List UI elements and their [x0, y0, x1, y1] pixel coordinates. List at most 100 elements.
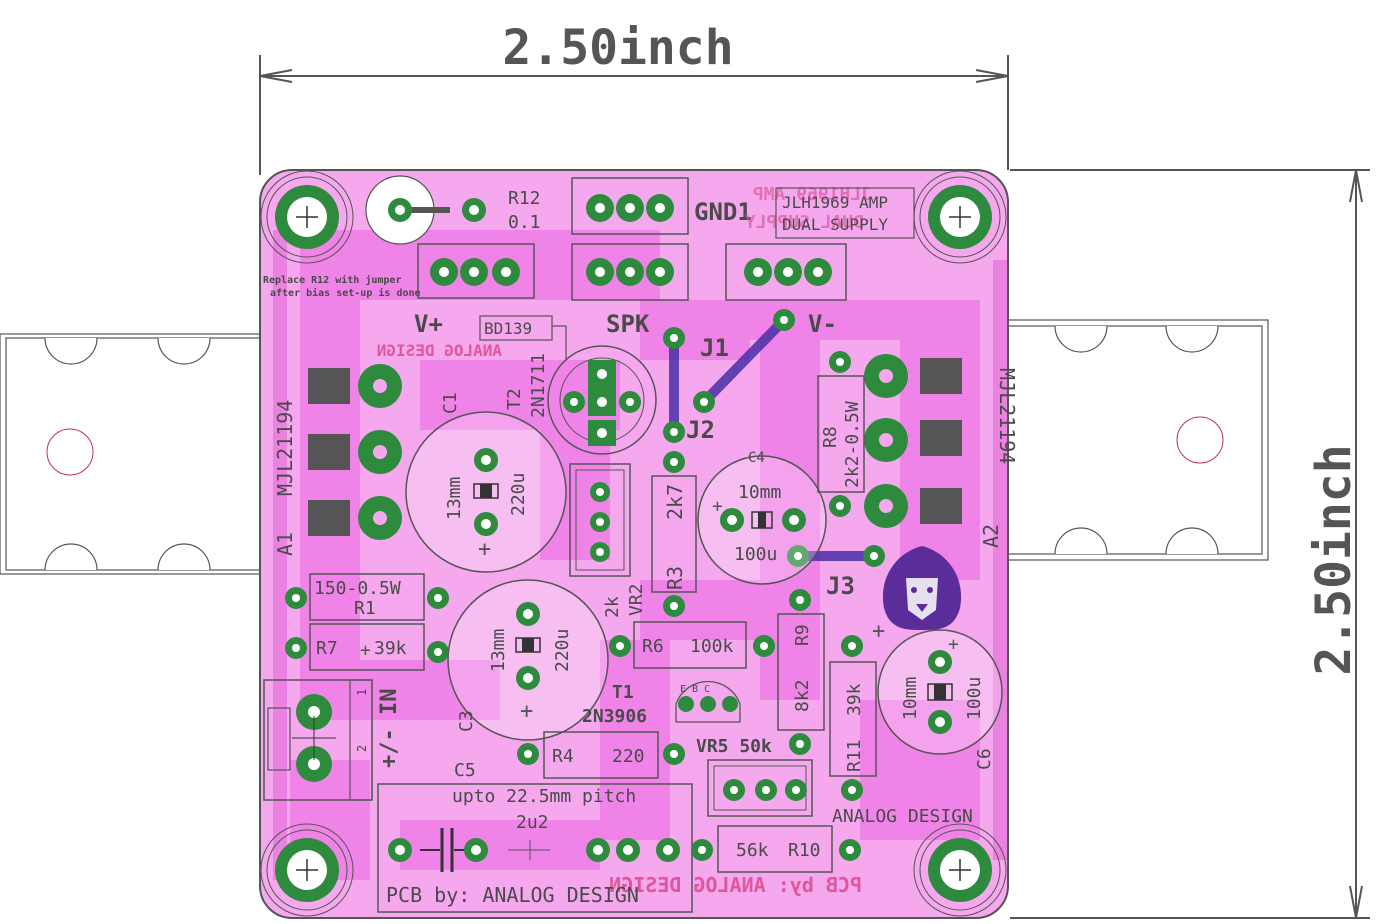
note-line2: after bias set-up is done	[270, 287, 421, 299]
c6-capacitor: +	[877, 629, 1003, 755]
r11-resistor	[829, 635, 877, 801]
c5-note: upto 22.5mm pitch	[452, 786, 636, 807]
svg-text:+: +	[712, 496, 723, 517]
c3-ref: C3	[456, 710, 477, 732]
r10-resistor	[691, 825, 861, 873]
c5-value: 2u2	[516, 812, 549, 833]
svg-text:+: +	[948, 634, 959, 655]
left-heatsink	[0, 333, 305, 575]
r10-ref: R10	[788, 840, 821, 861]
c4-size: 10mm	[738, 482, 781, 503]
jumper-pads	[663, 309, 885, 567]
mounting-hole-tl	[260, 170, 354, 264]
r3-resistor	[651, 451, 697, 617]
mounting-hole-bl	[260, 823, 354, 917]
r6-value: 100k	[690, 636, 734, 657]
r7-resistor	[285, 623, 449, 671]
title-box	[775, 187, 915, 239]
j1-label: J1	[700, 334, 729, 362]
vr5-trimmer	[707, 759, 813, 817]
c4-capacitor: +	[697, 455, 827, 585]
mjl-right	[864, 354, 962, 528]
c1-value: 220u	[508, 473, 529, 516]
in-connector	[263, 679, 373, 801]
r9-ref: R9	[792, 624, 813, 646]
r8-resistor	[817, 351, 865, 517]
svg-text:DUAL SUPPLY: DUAL SUPPLY	[745, 212, 864, 233]
back-pcb-by: PCB by: ANALOG DESIGN	[609, 873, 862, 897]
width-label: 2.50inch	[502, 20, 733, 76]
vr2-value: 2k	[602, 596, 623, 618]
vr2-trimmer	[569, 463, 631, 577]
r11-ref: R11	[844, 739, 865, 772]
r7-plus: +	[360, 640, 371, 661]
in-pin2: 2	[355, 745, 369, 752]
t1-transistor	[675, 680, 741, 723]
c3-capacitor: +	[447, 579, 609, 741]
pcb-board	[259, 169, 1009, 919]
r4-ref: R4	[552, 746, 574, 767]
vr5-label: VR5 50k	[696, 736, 772, 757]
t2-value: 2N1711	[528, 353, 549, 418]
c4-value: 100u	[734, 544, 777, 565]
a1-label: A1	[273, 532, 297, 556]
header-vminus	[725, 243, 847, 301]
gnd1-label: GND1	[694, 198, 752, 226]
bd139-box	[479, 315, 553, 341]
c1-size: 13mm	[444, 477, 465, 520]
dimension-height	[1010, 169, 1370, 919]
dimension-width	[259, 55, 1009, 175]
mjl-left	[308, 364, 402, 540]
pcb-by-label: PCB by: ANALOG DESIGN	[386, 883, 639, 907]
r6-resistor	[609, 621, 775, 669]
t2-ref: T2	[504, 388, 525, 410]
header-vplus	[417, 243, 535, 299]
c1-ref: C1	[440, 392, 461, 414]
r9-value: 8k2	[792, 679, 813, 712]
title-line2: DUAL SUPPLY	[782, 215, 888, 234]
spk-label: SPK	[606, 310, 650, 338]
in-pin1: 1	[355, 689, 369, 696]
back-title: JLH1969 AMP DUAL SUPPLY	[745, 184, 872, 233]
lion-logo	[882, 546, 962, 630]
r6-ref: R6	[642, 636, 664, 657]
t1-pins: E B C	[680, 684, 710, 695]
c5-ref: C5	[454, 760, 476, 781]
r12-ref: R12	[508, 188, 541, 209]
c6-size: 10mm	[900, 677, 921, 720]
c6-value: 100u	[964, 677, 985, 720]
c3-value: 220u	[552, 629, 573, 672]
r3-ref: R3	[663, 566, 687, 590]
c4-ref: C4	[748, 450, 765, 466]
svg-text:PCB by: ANALOG DESIGN: PCB by: ANALOG DESIGN	[609, 873, 862, 897]
board-edge-traces	[273, 230, 1007, 880]
r10-value: 56k	[736, 840, 769, 861]
mjl-left-label: MJL21194	[273, 400, 297, 496]
c1-capacitor: +	[405, 411, 567, 573]
c3-size: 13mm	[488, 629, 509, 672]
r9-resistor	[777, 589, 825, 755]
r1-value: 150-0.5W	[314, 578, 401, 599]
t1-ref: T1	[612, 682, 634, 703]
r4-resistor	[517, 731, 685, 779]
j3-label: J3	[826, 572, 855, 600]
jumpers	[669, 315, 879, 561]
r1-resistor	[285, 573, 449, 621]
r8-value: 2k2-0.5W	[842, 401, 863, 488]
r1-ref: R1	[354, 598, 376, 619]
mounting-hole-tr	[913, 170, 1007, 264]
right-heatsink	[961, 319, 1269, 561]
svg-text:JLH1969 AMP: JLH1969 AMP	[753, 184, 872, 205]
t2-transistor	[547, 345, 657, 455]
vplus-label: V+	[414, 310, 443, 338]
svg-text:+: +	[478, 537, 491, 562]
r8-ref: R8	[820, 426, 841, 448]
mjl-right-label: MJL21194	[995, 368, 1019, 464]
bd139-label: BD139	[484, 319, 532, 338]
a2-label: A2	[979, 524, 1003, 548]
height-label: 2.50inch	[1306, 444, 1362, 675]
in-label: +/- IN	[377, 689, 402, 768]
header-spk	[571, 243, 689, 301]
c6-ref: C6	[974, 748, 995, 770]
